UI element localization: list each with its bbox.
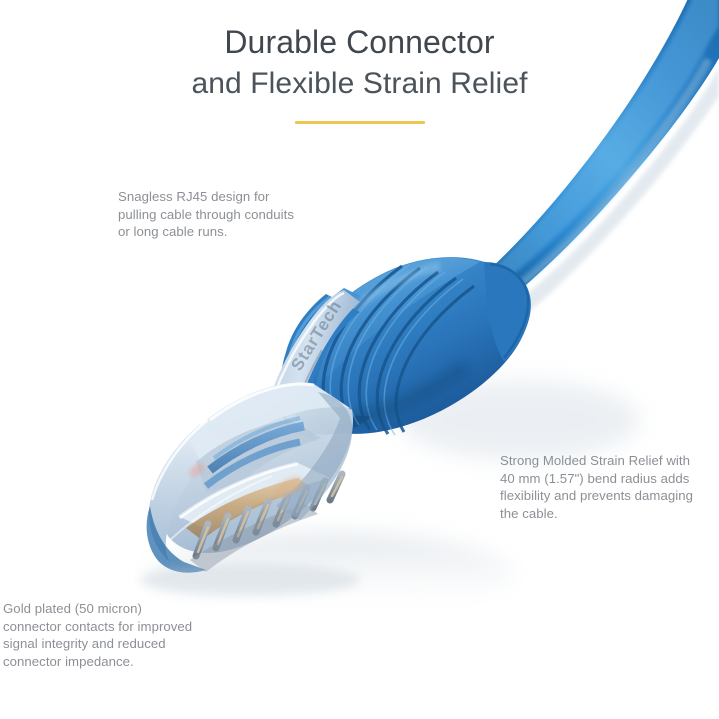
annotation-snagless-design: Snagless RJ45 design for pulling cable t… — [118, 189, 294, 240]
cable-jacket — [480, 0, 719, 322]
internal-wires — [203, 416, 305, 489]
annotation-strain-relief: Strong Molded Strain Relief with 40 mm (… — [500, 453, 693, 521]
page-title: Durable Connector — [224, 24, 495, 60]
header-block: Durable Connector and Flexible Strain Re… — [0, 22, 719, 124]
accent-divider — [294, 121, 425, 124]
rj45-connector — [146, 290, 360, 573]
annotation-gold-contacts: Gold plated (50 micron) connector contac… — [3, 601, 193, 669]
page-subtitle: and Flexible Strain Relief — [191, 67, 528, 100]
